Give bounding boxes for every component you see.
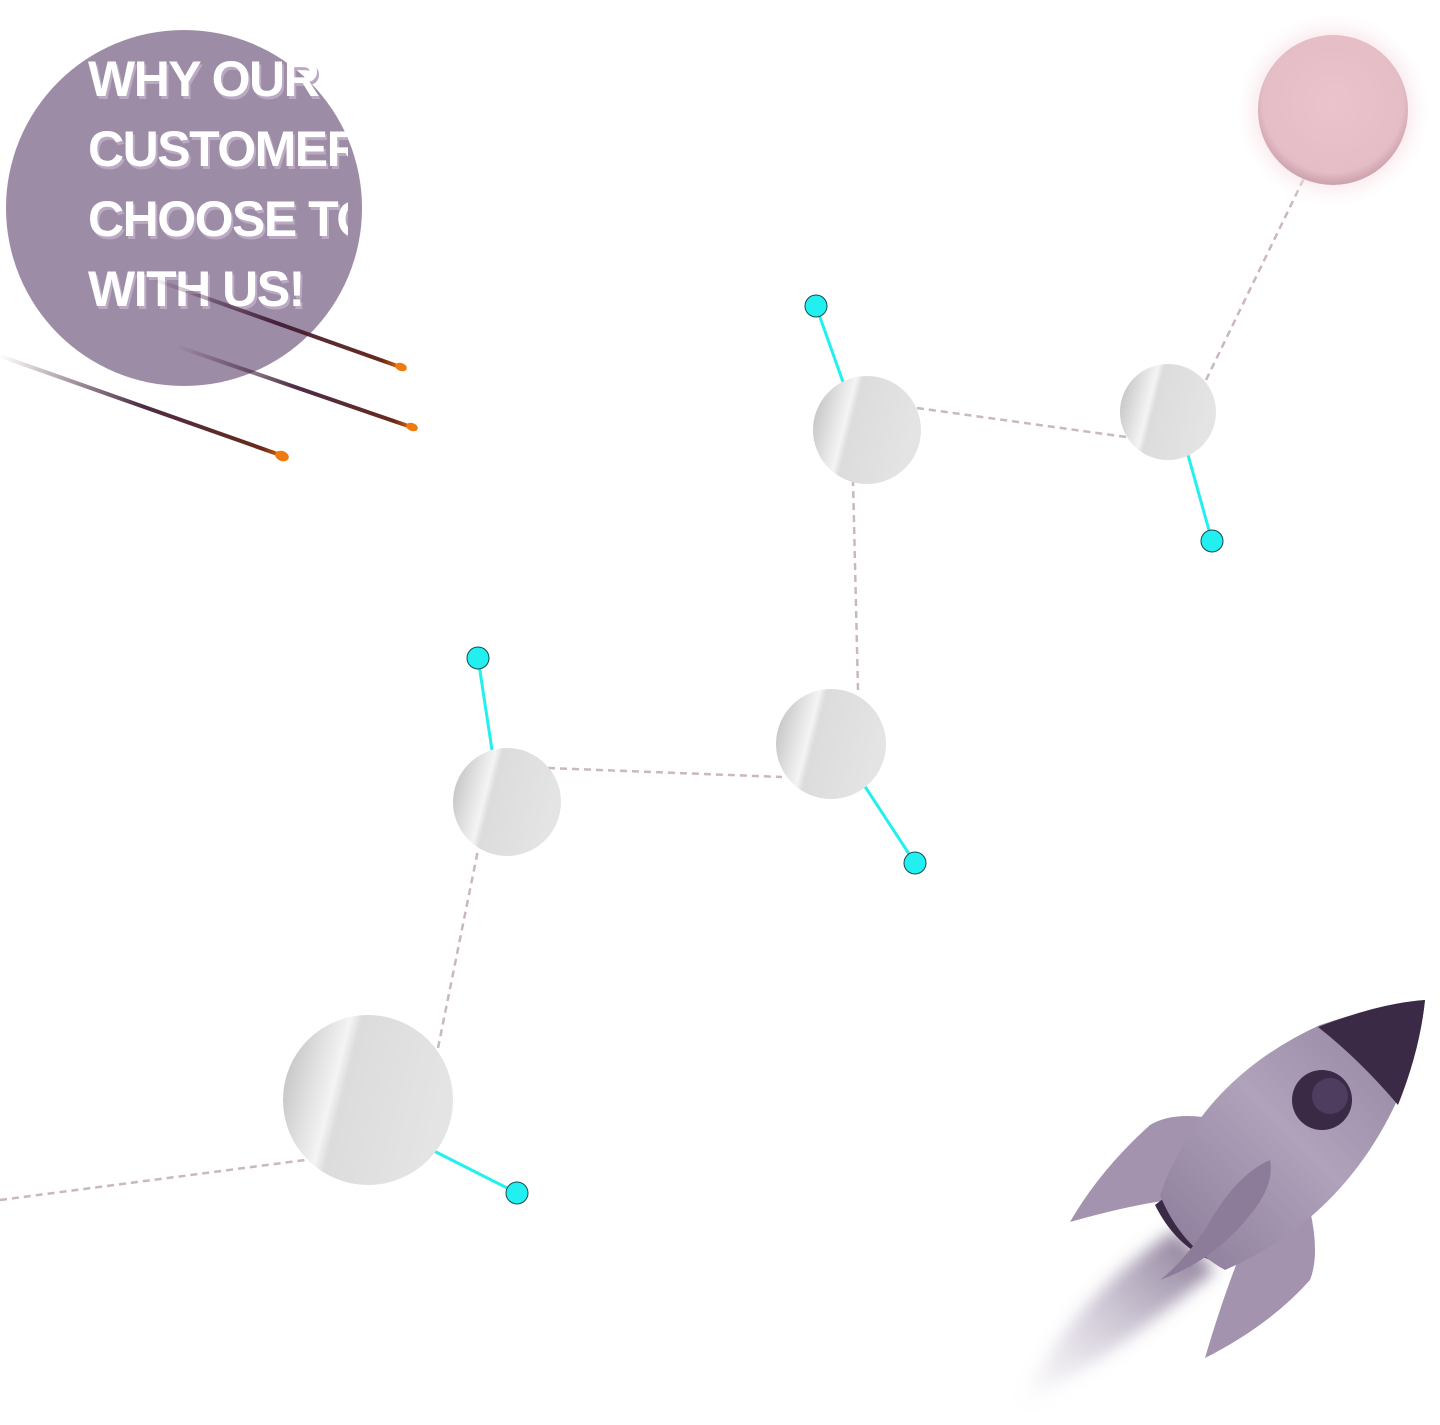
satellite-dot (466, 646, 490, 670)
planet-icon (453, 748, 561, 856)
hero-blob (6, 30, 362, 330)
satellite-dot (1200, 529, 1224, 553)
hero-title-line-3: CHOOSE TO (88, 191, 362, 247)
rocket-icon (1020, 1000, 1425, 1405)
meteor-icon (148, 276, 407, 372)
hero-clip: WHY OUR CUSTOMERS CHOOSE TO WITH US! (0, 0, 362, 330)
satellite-dot (903, 851, 927, 875)
hero-title-line-2: CUSTOMERS (88, 121, 362, 177)
hero-title: WHY OUR CUSTOMERS CHOOSE TO WITH US! (88, 44, 348, 324)
sun-icon (1237, 14, 1429, 206)
planet-icon (1120, 364, 1216, 460)
satellite-dot (804, 294, 828, 318)
planet-icon (283, 1015, 453, 1185)
hero-title-line-4: WITH US! (88, 261, 305, 317)
satellite-arms (431, 305, 1214, 1195)
satellite-dot (505, 1181, 529, 1205)
planet-icon (776, 689, 886, 799)
satellite-dots (466, 294, 1224, 1205)
connector-lines (0, 134, 1327, 1202)
meteor-icon (174, 344, 418, 432)
planet-icon (813, 376, 921, 484)
hero-title-line-1: WHY OUR (88, 51, 320, 107)
meteor-icon (0, 354, 289, 462)
